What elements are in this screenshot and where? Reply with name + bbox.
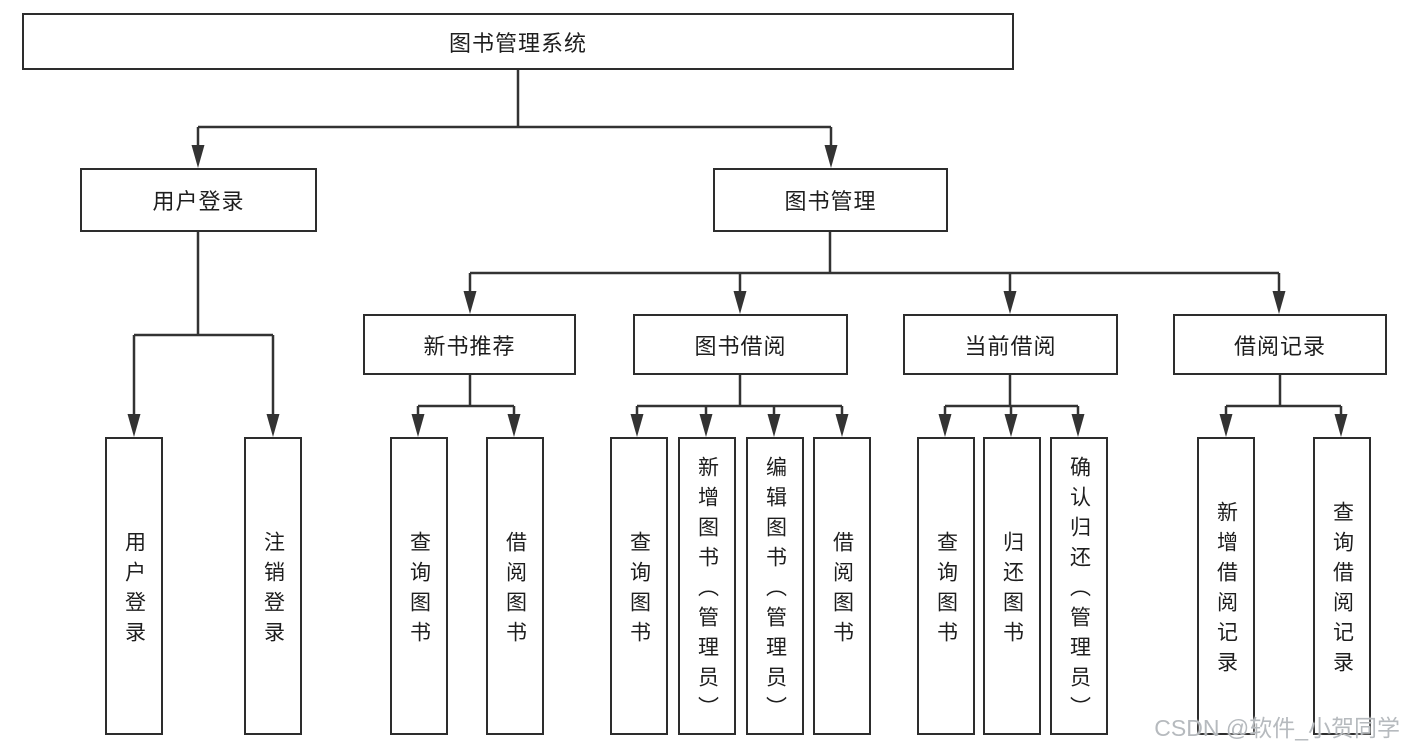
node-book-borrow: 图书借阅 bbox=[633, 314, 848, 375]
leaf-return-book: 归还图书 bbox=[983, 437, 1041, 735]
node-borrow-records: 借阅记录 bbox=[1173, 314, 1387, 375]
leaf-logout: 注销登录 bbox=[244, 437, 302, 735]
leaf-borrow-book-recommend: 借阅图书 bbox=[486, 437, 544, 735]
node-new-book-recommend: 新书推荐 bbox=[363, 314, 576, 375]
leaf-add-borrow-record: 新增借阅记录 bbox=[1197, 437, 1255, 735]
leaf-query-borrow-record: 查询借阅记录 bbox=[1313, 437, 1371, 735]
node-current-borrow: 当前借阅 bbox=[903, 314, 1118, 375]
node-root: 图书管理系统 bbox=[22, 13, 1014, 70]
node-user-login: 用户登录 bbox=[80, 168, 317, 232]
leaf-query-book-current: 查询图书 bbox=[917, 437, 975, 735]
leaf-edit-book-admin: 编辑图书（管理员） bbox=[746, 437, 804, 735]
leaf-user-login: 用户登录 bbox=[105, 437, 163, 735]
arrowheads bbox=[127, 145, 1348, 437]
leaf-query-book-recommend: 查询图书 bbox=[390, 437, 448, 735]
leaf-add-book-admin: 新增图书（管理员） bbox=[678, 437, 736, 735]
leaf-query-book-borrow: 查询图书 bbox=[610, 437, 668, 735]
csdn-watermark: CSDN @软件_小贺同学 bbox=[1154, 715, 1400, 741]
node-book-management: 图书管理 bbox=[713, 168, 948, 232]
leaf-borrow-book: 借阅图书 bbox=[813, 437, 871, 735]
leaf-confirm-return-admin: 确认归还（管理员） bbox=[1050, 437, 1108, 735]
